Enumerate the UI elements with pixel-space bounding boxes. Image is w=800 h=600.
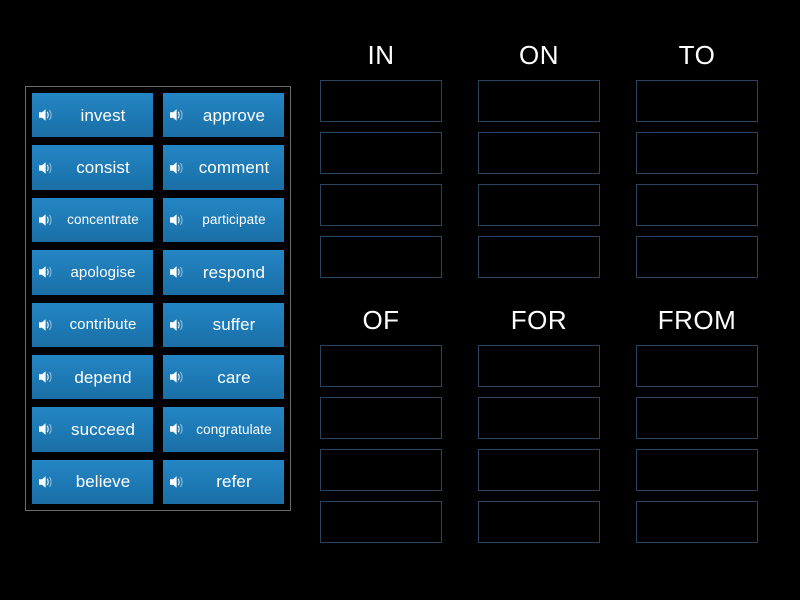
- category-slots: [320, 345, 442, 543]
- word-tile[interactable]: suffer: [163, 302, 284, 347]
- drop-slot[interactable]: [478, 501, 600, 543]
- speaker-icon[interactable]: [38, 318, 55, 332]
- category-row: OF FOR FROM: [320, 295, 780, 543]
- word-tile[interactable]: refer: [163, 459, 284, 504]
- word-tile[interactable]: apologise: [32, 250, 153, 295]
- drop-slot[interactable]: [478, 345, 600, 387]
- category-title: TO: [678, 40, 716, 70]
- drop-slot[interactable]: [320, 184, 442, 226]
- category-board: IN ON TO OF FOR FROM: [320, 30, 780, 570]
- word-tile-label: respond: [202, 262, 266, 282]
- drop-slot[interactable]: [636, 449, 758, 491]
- word-tile[interactable]: participate: [163, 197, 284, 243]
- speaker-icon[interactable]: [169, 108, 186, 122]
- speaker-icon[interactable]: [38, 422, 55, 436]
- word-tile[interactable]: succeed: [32, 407, 153, 452]
- word-tile[interactable]: congratulate: [163, 407, 284, 452]
- word-tile-label: invest: [80, 105, 126, 125]
- drop-slot[interactable]: [478, 132, 600, 174]
- drop-slot[interactable]: [636, 80, 758, 122]
- speaker-icon[interactable]: [38, 265, 55, 279]
- speaker-icon[interactable]: [169, 422, 186, 436]
- drop-slot[interactable]: [478, 449, 600, 491]
- category-slots: [478, 345, 600, 543]
- word-tile[interactable]: consist: [32, 145, 153, 190]
- speaker-icon[interactable]: [169, 265, 186, 279]
- category-column: FOR: [478, 295, 600, 543]
- speaker-icon[interactable]: [38, 370, 55, 384]
- speaker-icon[interactable]: [38, 213, 55, 227]
- speaker-icon[interactable]: [169, 475, 186, 489]
- word-tile-label: suffer: [212, 315, 256, 335]
- word-bank-panel: invest approve consist comment concentrate pa…: [25, 86, 291, 511]
- word-tile-label: comment: [198, 158, 270, 178]
- drop-slot[interactable]: [636, 236, 758, 278]
- speaker-icon[interactable]: [169, 318, 186, 332]
- category-row: IN ON TO: [320, 30, 780, 278]
- drop-slot[interactable]: [636, 501, 758, 543]
- word-bank-grid: invest approve consist comment concentrate pa…: [32, 93, 284, 504]
- category-column: TO: [636, 30, 758, 278]
- category-slots: [320, 80, 442, 278]
- word-tile[interactable]: believe: [32, 459, 153, 504]
- word-tile-label: believe: [75, 472, 131, 492]
- drop-slot[interactable]: [636, 345, 758, 387]
- word-tile[interactable]: invest: [32, 93, 153, 138]
- word-tile[interactable]: concentrate: [32, 197, 153, 243]
- word-tile-label: depend: [74, 367, 132, 387]
- drop-slot[interactable]: [320, 80, 442, 122]
- drop-slot[interactable]: [320, 397, 442, 439]
- word-tile-label: contribute: [69, 316, 137, 334]
- category-slots: [636, 80, 758, 278]
- category-slots: [636, 345, 758, 543]
- word-tile-label: participate: [202, 212, 266, 228]
- word-tile-label: concentrate: [67, 212, 139, 228]
- category-column: FROM: [636, 295, 758, 543]
- speaker-icon[interactable]: [169, 370, 186, 384]
- speaker-icon[interactable]: [38, 475, 55, 489]
- speaker-icon[interactable]: [169, 161, 186, 175]
- drop-slot[interactable]: [478, 184, 600, 226]
- speaker-icon[interactable]: [169, 213, 186, 227]
- speaker-icon[interactable]: [38, 161, 55, 175]
- word-tile-label: succeed: [70, 419, 136, 439]
- speaker-icon[interactable]: [38, 108, 55, 122]
- drop-slot[interactable]: [320, 345, 442, 387]
- word-tile[interactable]: respond: [163, 250, 284, 295]
- category-title: OF: [362, 305, 400, 335]
- category-title: FOR: [510, 305, 568, 335]
- category-title: IN: [367, 40, 395, 70]
- drop-slot[interactable]: [320, 501, 442, 543]
- drop-slot[interactable]: [478, 397, 600, 439]
- word-tile-label: care: [217, 367, 251, 387]
- word-tile-label: consist: [76, 158, 130, 178]
- drop-slot[interactable]: [320, 449, 442, 491]
- drop-slot[interactable]: [478, 80, 600, 122]
- word-tile[interactable]: approve: [163, 93, 284, 138]
- word-tile[interactable]: contribute: [32, 302, 153, 347]
- word-tile-label: approve: [202, 105, 266, 125]
- drop-slot[interactable]: [478, 236, 600, 278]
- drop-slot[interactable]: [320, 132, 442, 174]
- category-title: ON: [519, 40, 559, 70]
- word-tile[interactable]: depend: [32, 354, 153, 400]
- word-tile-label: apologise: [70, 263, 136, 281]
- drop-slot[interactable]: [636, 184, 758, 226]
- drop-slot[interactable]: [636, 132, 758, 174]
- category-slots: [478, 80, 600, 278]
- word-tile[interactable]: care: [163, 354, 284, 400]
- category-column: ON: [478, 30, 600, 278]
- category-title: FROM: [657, 305, 737, 335]
- drop-slot[interactable]: [636, 397, 758, 439]
- word-tile[interactable]: comment: [163, 145, 284, 190]
- category-column: IN: [320, 30, 442, 278]
- word-tile-label: refer: [216, 472, 252, 492]
- category-column: OF: [320, 295, 442, 543]
- drop-slot[interactable]: [320, 236, 442, 278]
- word-tile-label: congratulate: [196, 421, 272, 437]
